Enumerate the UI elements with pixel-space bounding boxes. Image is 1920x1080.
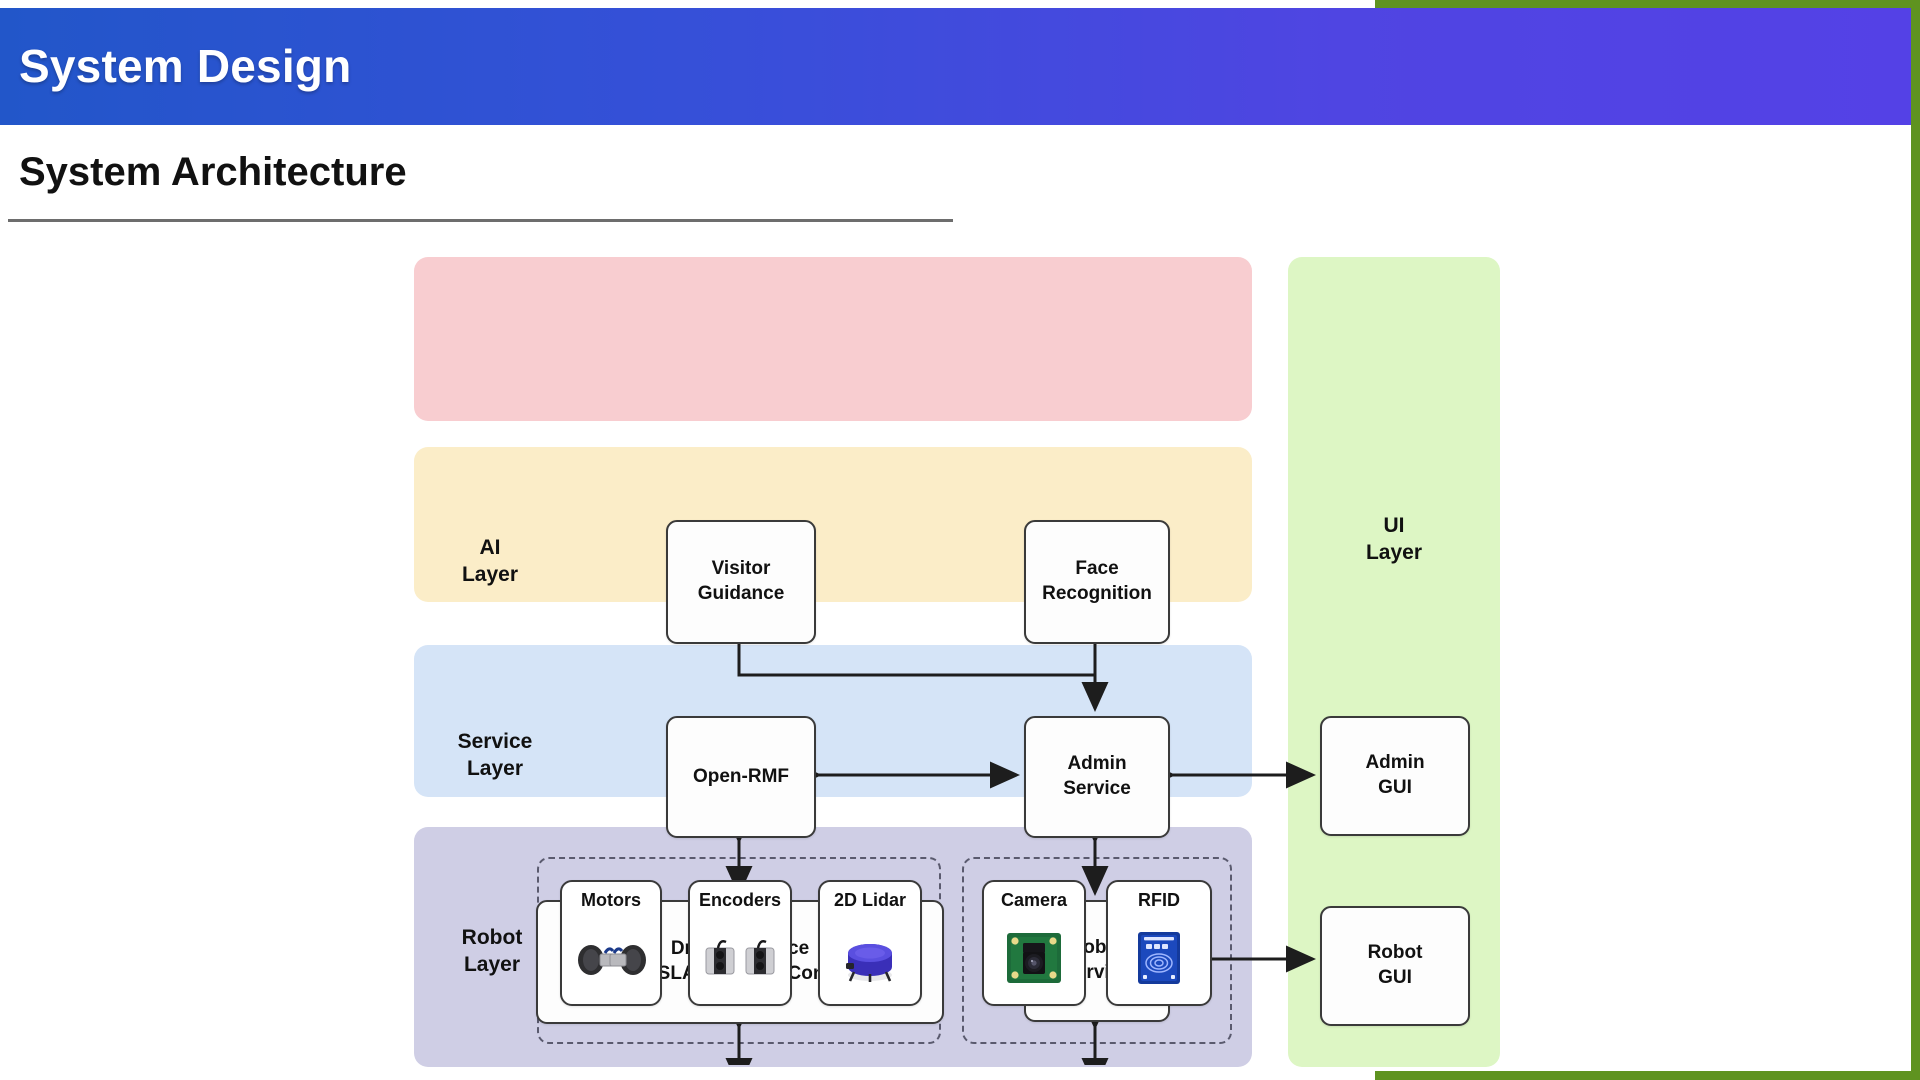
device-card-motors[interactable]: Motors [560, 880, 662, 1006]
device-label-camera: Camera [1000, 890, 1068, 910]
node-admin-gui[interactable]: Admin GUI [1320, 716, 1470, 836]
device-label-rfid: RFID [1138, 890, 1180, 910]
frame-border-right [1911, 0, 1920, 1080]
layer-band-ai [414, 257, 1252, 421]
frame-border-bottom [1375, 1071, 1920, 1080]
lidar-puck-icon [820, 911, 920, 1004]
device-label-lidar: 2D Lidar [833, 890, 907, 910]
layer-label-service: Service Layer [457, 730, 533, 780]
device-label-encoders: Encoders [698, 890, 782, 910]
page-title: System Design [19, 40, 352, 92]
slide-header-banner: System Design [0, 8, 1911, 125]
node-admin-service[interactable]: Admin Service [1024, 716, 1170, 838]
encoder-pair-icon [690, 911, 790, 1004]
rfid-board-icon [1108, 911, 1210, 1004]
layer-label-robot: Robot Layer [461, 926, 523, 976]
heading-divider [8, 219, 953, 222]
node-robot-gui[interactable]: Robot GUI [1320, 906, 1470, 1026]
node-face-recognition[interactable]: Face Recognition [1024, 520, 1170, 644]
camera-board-icon [984, 911, 1084, 1004]
device-card-encoders[interactable]: Encoders [688, 880, 792, 1006]
device-card-rfid[interactable]: RFID [1106, 880, 1212, 1006]
motor-pair-icon [562, 911, 660, 1004]
node-visitor-guidance[interactable]: Visitor Guidance [666, 520, 816, 644]
architecture-diagram: AI Layer Service Layer Robot Layer I/O L… [0, 235, 1911, 1067]
frame-border-top [1375, 0, 1920, 8]
device-card-camera[interactable]: Camera [982, 880, 1086, 1006]
node-open-rmf[interactable]: Open-RMF [666, 716, 816, 838]
layer-label-ai: AI Layer [461, 536, 519, 586]
section-heading: System Architecture [19, 150, 407, 194]
layer-label-ui: UI Layer [1365, 514, 1423, 564]
device-label-motors: Motors [581, 890, 641, 910]
device-card-lidar[interactable]: 2D Lidar [818, 880, 922, 1006]
